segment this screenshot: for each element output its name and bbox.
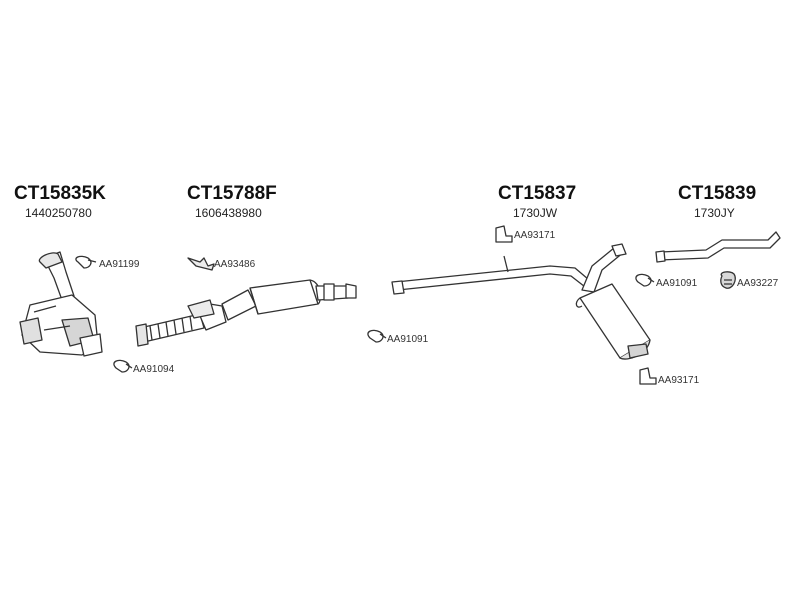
part-label-aa93486: AA93486 (214, 259, 256, 270)
part-label-aa91199: AA91199 (99, 259, 140, 270)
part-code-ct15837: CT15837 (498, 183, 577, 204)
flex-pipe-dpf-part (135, 279, 357, 347)
clamp-aa91199-icon (75, 255, 97, 269)
part-label-aa93171-bottom: AA93171 (658, 375, 700, 386)
hanger-aa93171-top-icon (495, 225, 513, 243)
ref-1440250780: 1440250780 (25, 206, 92, 220)
clamp-aa91091-right-icon (635, 273, 655, 287)
part-label-aa91094: AA91094 (133, 364, 175, 375)
gasket-aa93486-icon (187, 257, 215, 271)
part-label-aa91091-mid: AA91091 (387, 334, 429, 345)
part-code-ct15788f: CT15788F (187, 183, 277, 204)
catalyst-downpipe-part (19, 251, 103, 357)
clamp-aa91094-icon (113, 359, 133, 373)
part-label-aa91091-right: AA91091 (656, 278, 698, 289)
part-label-aa93227: AA93227 (737, 278, 779, 289)
rubber-mount-aa93227-icon (720, 271, 736, 289)
intermediate-pipe-silencer-part (391, 243, 651, 360)
part-label-aa93171-top: AA93171 (514, 230, 556, 241)
part-code-ct15835k: CT15835K (14, 183, 106, 204)
ref-1730jy: 1730JY (694, 206, 735, 220)
clamp-aa91091-mid-icon (367, 329, 387, 343)
hanger-aa93171-bottom-icon (639, 367, 657, 385)
tail-pipe-part (655, 231, 781, 263)
ref-1730jw: 1730JW (513, 206, 558, 220)
ref-1606438980: 1606438980 (195, 206, 262, 220)
part-code-ct15839: CT15839 (678, 183, 757, 204)
